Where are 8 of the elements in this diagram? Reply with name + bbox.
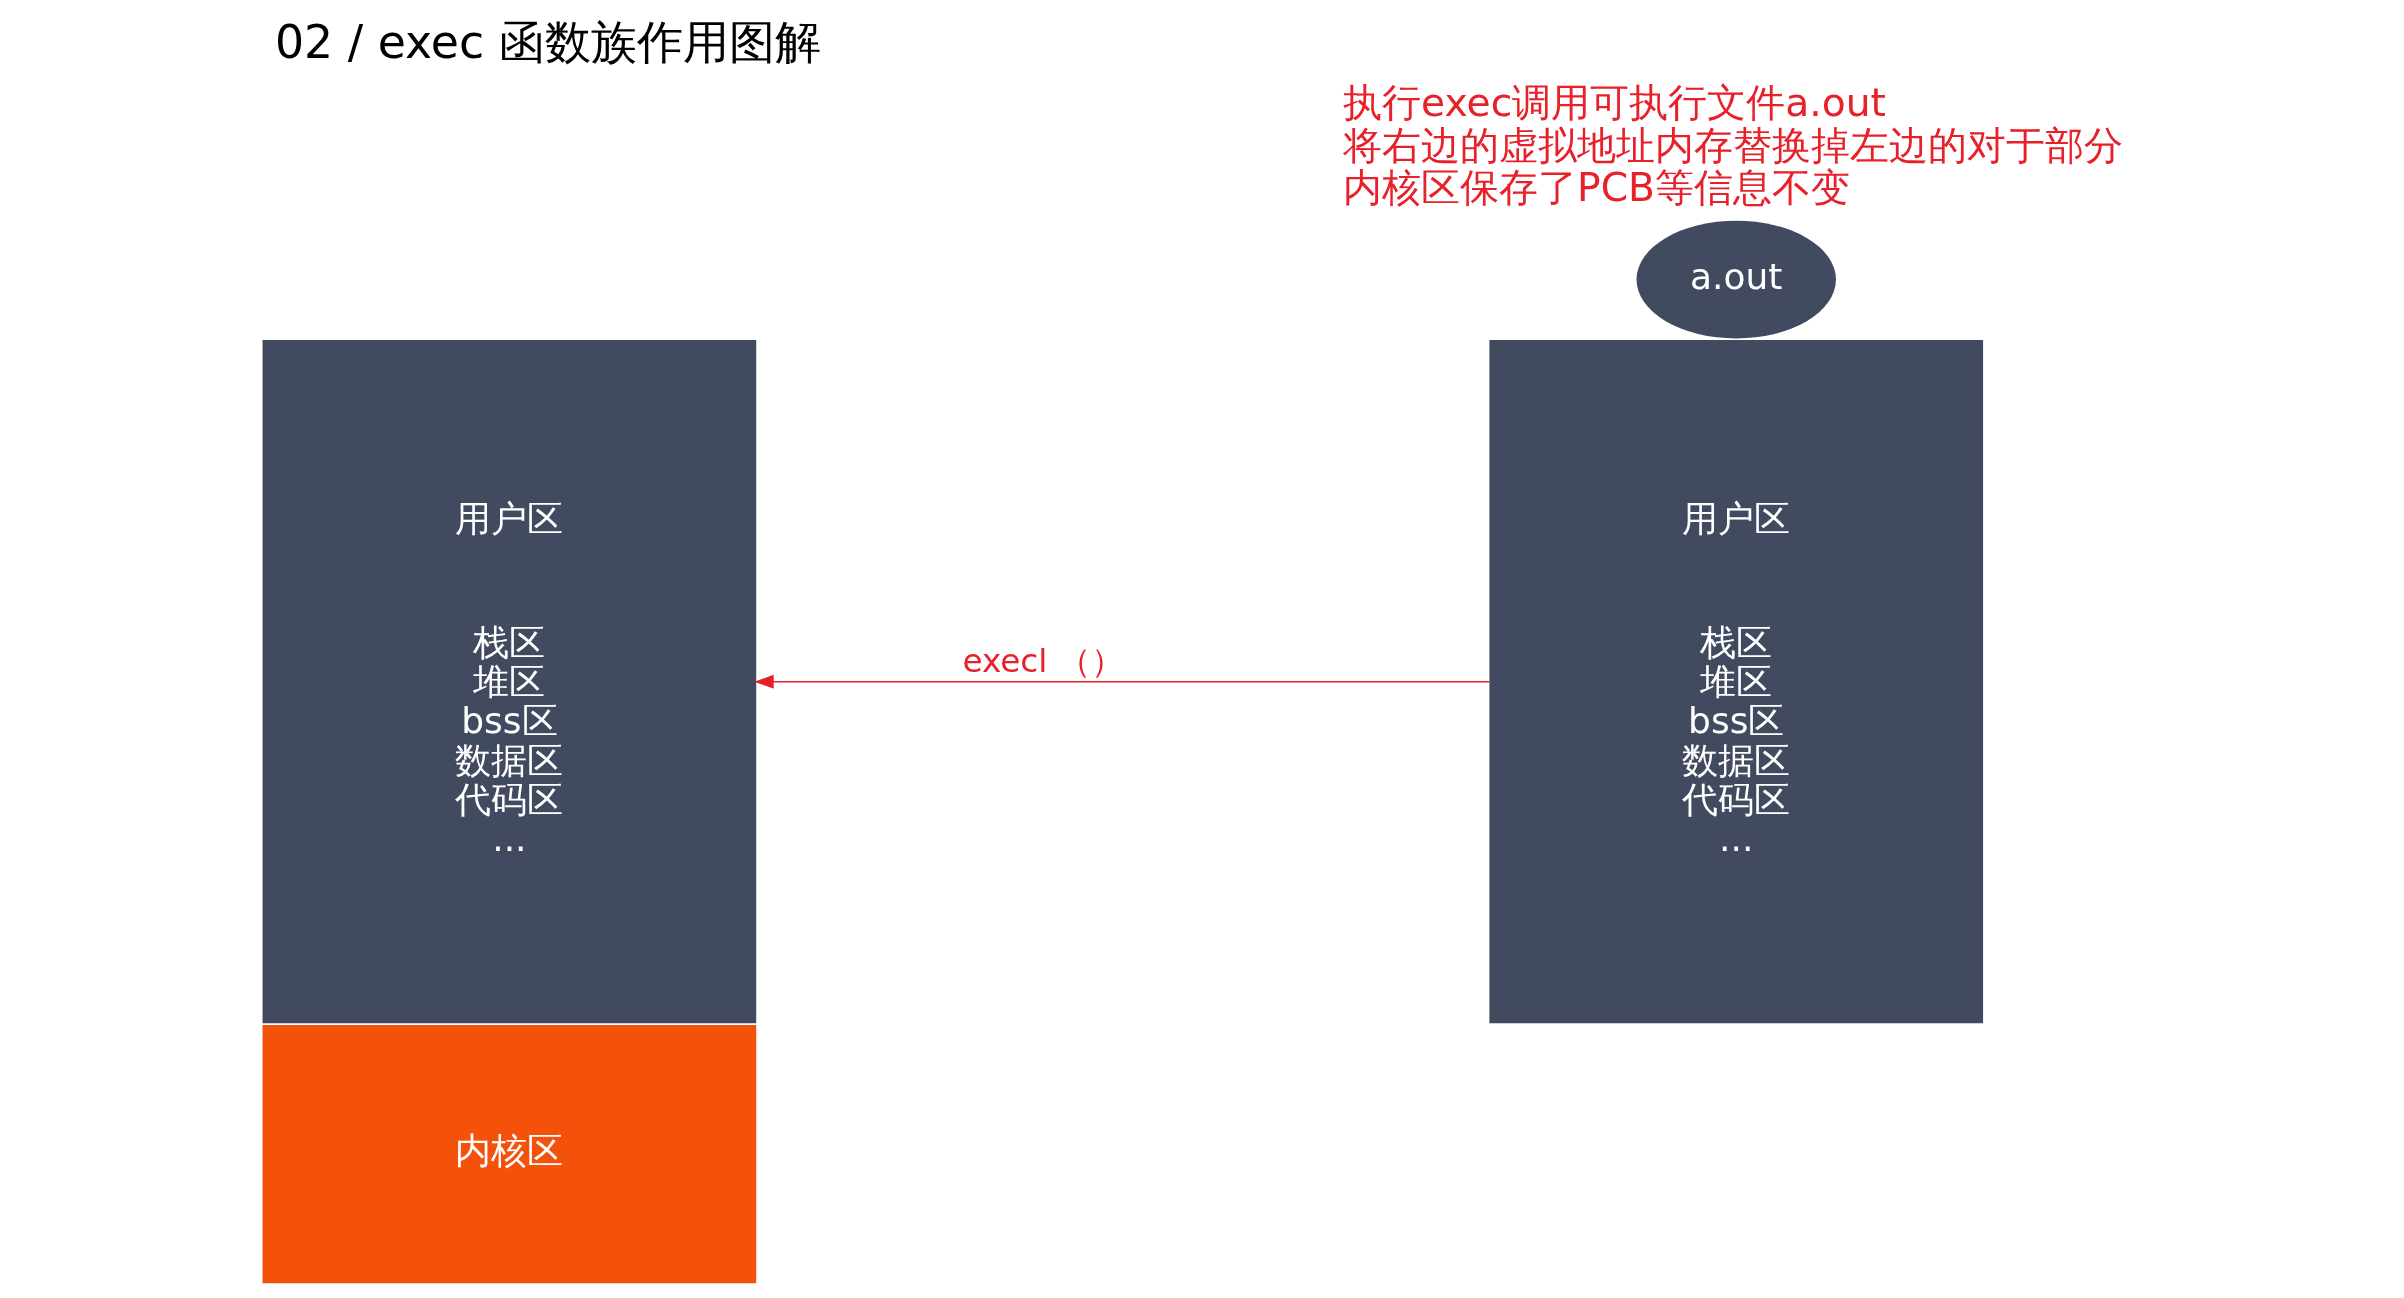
node-box: 用户区 栈区 堆区 bss区 数据区 代码区 ... xyxy=(1488,340,1983,1024)
arrow xyxy=(753,674,1490,689)
diagram-title: 02 / exec 函数族作用图解 xyxy=(274,15,821,69)
node-box: 内核区 xyxy=(262,1025,756,1284)
label: 内核区保存了PCB等信息不变 xyxy=(1342,165,1850,211)
node-ellipse: a.out xyxy=(1636,220,1836,339)
edge-label: execl （） xyxy=(961,641,1124,680)
node-box: 用户区 栈区 堆区 bss区 数据区 代码区 ... xyxy=(262,340,756,1024)
